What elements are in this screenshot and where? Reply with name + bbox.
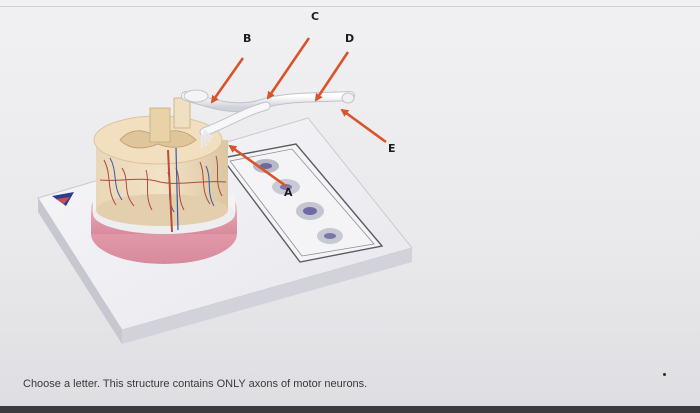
spinal-cord-model xyxy=(91,97,237,264)
brand-logo-icon xyxy=(52,192,74,206)
label-b: B xyxy=(243,32,251,45)
section-1-inner xyxy=(260,163,272,169)
dot-marker xyxy=(663,373,666,376)
arrow-d xyxy=(314,51,350,102)
label-d: D xyxy=(345,32,354,45)
label-a: A xyxy=(284,186,293,199)
section-2-inner xyxy=(280,184,292,190)
arrow-c xyxy=(266,37,311,100)
top-divider xyxy=(0,6,700,7)
label-arrows xyxy=(210,37,387,188)
cross-section-plate xyxy=(220,143,384,263)
screen-bezel-bottom xyxy=(0,406,700,413)
label-c: C xyxy=(311,10,319,23)
section-3-inner xyxy=(303,207,317,215)
arrow-b xyxy=(210,57,245,104)
arrow-e xyxy=(340,108,387,144)
dorsal-root-ganglion xyxy=(183,89,209,103)
label-e: E xyxy=(388,142,396,155)
section-4-inner xyxy=(324,233,336,239)
question-prompt: Choose a letter. This structure contains… xyxy=(23,378,368,390)
spinal-nerve-roots xyxy=(181,89,355,148)
arrow-a xyxy=(228,144,287,188)
